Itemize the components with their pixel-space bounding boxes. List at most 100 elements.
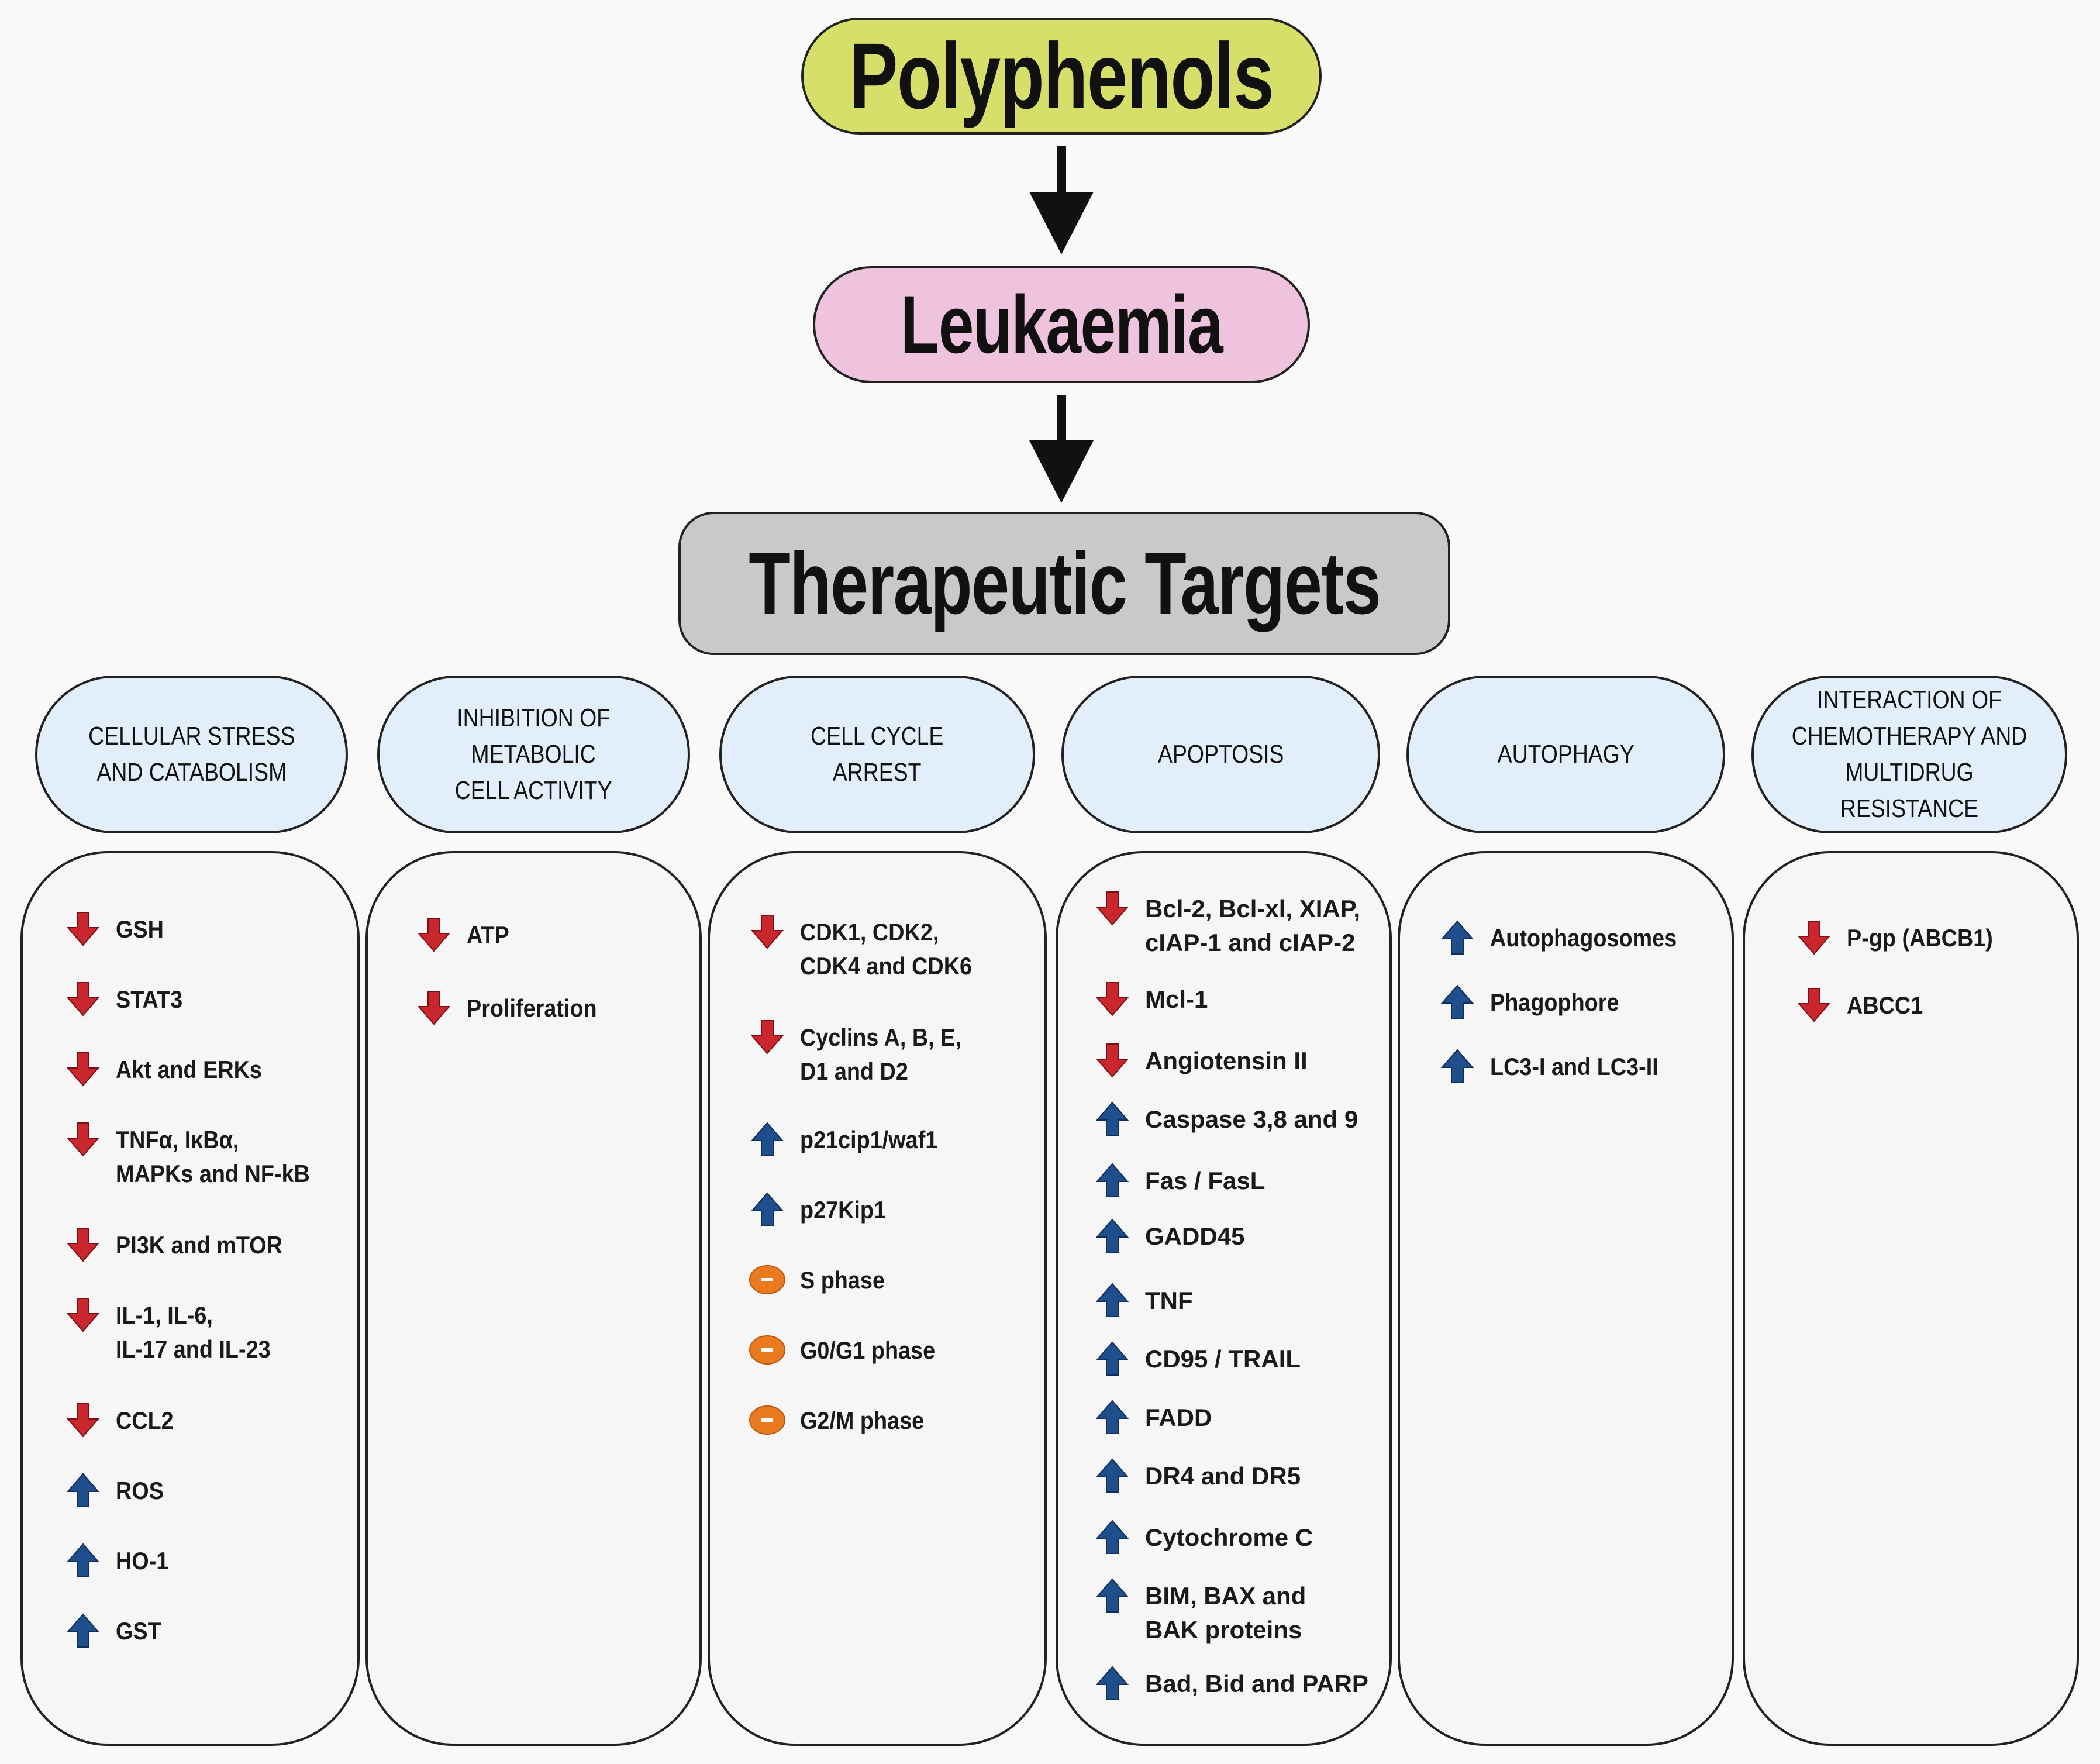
target-list-item: Cytochrome C <box>1094 1520 1313 1556</box>
target-list-item: IL-1, IL-6, IL-17 and IL-23 <box>64 1298 288 1366</box>
therapeutic-targets-box: Therapeutic Targets <box>678 512 1450 655</box>
target-label: Fas / FasL <box>1145 1167 1265 1194</box>
target-label: Akt and ERKs <box>116 1056 262 1083</box>
target-label: IL-1, IL-6, IL-17 and IL-23 <box>116 1301 271 1363</box>
target-list-item: STAT3 <box>64 982 190 1018</box>
target-label: G0/G1 phase <box>800 1336 936 1364</box>
up-arrow-icon <box>1095 1218 1129 1253</box>
target-list-item: p21cip1/waf1 <box>749 1122 953 1158</box>
target-label: Cytochrome C <box>1145 1524 1313 1551</box>
target-label: TNF <box>1145 1287 1193 1314</box>
target-list-item: Proliferation <box>415 991 611 1026</box>
up-arrow-icon <box>1095 1666 1129 1700</box>
target-list-item: Angiotensin II <box>1094 1043 1308 1079</box>
up-arrow-icon <box>1095 1520 1129 1554</box>
target-label: GSH <box>116 915 164 943</box>
target-label: STAT3 <box>116 986 183 1013</box>
target-label: LC3-I and LC3-II <box>1490 1053 1658 1080</box>
category-title: INTERACTION OF CHEMOTHERAPY AND MULTIDRU… <box>1791 685 2027 823</box>
up-arrow-icon <box>1095 1578 1129 1613</box>
target-list-item: G0/G1 phase <box>749 1334 950 1369</box>
target-list-item: CD95 / TRAIL <box>1094 1341 1301 1377</box>
target-label: ABCC1 <box>1847 991 1923 1019</box>
target-label: FADD <box>1145 1404 1212 1431</box>
down-arrow-icon <box>750 915 784 949</box>
target-list-item: HO-1 <box>64 1543 174 1579</box>
target-label: ATP <box>467 921 509 949</box>
up-arrow-icon <box>1095 1400 1129 1434</box>
category-header: APOPTOSIS <box>1061 676 1380 833</box>
down-arrow-icon <box>1797 921 1831 955</box>
up-arrow-icon <box>1095 1101 1129 1136</box>
therapeutic-targets-label: Therapeutic Targets <box>749 534 1381 632</box>
target-list-item: LC3-I and LC3-II <box>1439 1049 1677 1085</box>
target-list-item: p27Kip1 <box>749 1192 895 1228</box>
target-label: p27Kip1 <box>800 1196 887 1224</box>
down-arrow-icon <box>66 1298 100 1332</box>
category-title: CELLULAR STRESS AND CATABOLISM <box>88 722 295 787</box>
target-list-item: Mcl-1 <box>1094 982 1208 1018</box>
target-label: Proliferation <box>467 994 597 1022</box>
target-list-item: TNFα, IκBα, MAPKs and NF-kB <box>64 1122 332 1191</box>
category-title: CELL CYCLE ARREST <box>811 722 944 787</box>
target-list-item: BIM, BAX and BAK proteins <box>1094 1578 1306 1647</box>
category-title: AUTOPHAGY <box>1497 740 1635 769</box>
up-arrow-icon <box>66 1543 100 1577</box>
target-list-item: GADD45 <box>1094 1218 1244 1255</box>
down-arrow-icon <box>66 912 100 946</box>
down-arrow-icon <box>66 1403 100 1438</box>
target-label: CDK1, CDK2, CDK4 and CDK6 <box>800 918 973 980</box>
target-list-item: P-gp (ABCB1) <box>1795 921 2009 956</box>
target-label: Bad, Bid and PARP <box>1145 1670 1368 1697</box>
up-arrow-icon <box>1095 1341 1129 1376</box>
target-label: G2/M phase <box>800 1407 925 1434</box>
target-list-item: DR4 and DR5 <box>1094 1458 1301 1494</box>
down-arrow-icon <box>66 1052 100 1087</box>
category-header: AUTOPHAGY <box>1406 676 1725 833</box>
down-arrow-icon <box>66 1228 100 1262</box>
down-arrow-icon <box>1095 1043 1129 1078</box>
up-arrow-icon <box>1095 1458 1129 1493</box>
target-list-panel <box>365 851 702 1746</box>
target-list-item: GST <box>64 1613 166 1649</box>
target-label: Cyclins A, B, E, D1 and D2 <box>800 1024 961 1085</box>
target-label: ROS <box>116 1477 164 1504</box>
target-label: Mcl-1 <box>1145 986 1208 1013</box>
down-arrow-icon <box>417 991 451 1025</box>
target-label: P-gp (ABCB1) <box>1847 924 1993 952</box>
target-label: Bcl-2, Bcl-xl, XIAP, cIAP-1 and cIAP-2 <box>1145 895 1361 956</box>
target-list-item: Akt and ERKs <box>64 1052 278 1088</box>
target-list-item: Caspase 3,8 and 9 <box>1094 1101 1358 1138</box>
down-arrow-icon <box>1095 982 1129 1017</box>
target-list-item: CCL2 <box>64 1403 180 1439</box>
down-arrow-icon <box>417 918 451 952</box>
target-list-item: PI3K and mTOR <box>64 1228 301 1263</box>
target-list-panel <box>708 851 1047 1746</box>
category-header: CELLULAR STRESS AND CATABOLISM <box>35 676 348 833</box>
target-list-item: Bad, Bid and PARP <box>1094 1666 1368 1702</box>
up-arrow-icon <box>1440 984 1474 1019</box>
arrow-leukaemia-to-targets <box>1029 395 1094 503</box>
target-label: BIM, BAX and BAK proteins <box>1145 1582 1306 1644</box>
target-list-panel <box>1743 851 2079 1746</box>
minus-icon <box>749 1405 785 1435</box>
up-arrow-icon <box>750 1192 784 1226</box>
target-list-item: ABCC1 <box>1795 988 1932 1024</box>
up-arrow-icon <box>1095 1163 1129 1197</box>
target-label: DR4 and DR5 <box>1145 1462 1301 1490</box>
category-header: CELL CYCLE ARREST <box>719 676 1035 833</box>
target-list-item: Autophagosomes <box>1439 920 1698 956</box>
target-label: Autophagosomes <box>1490 924 1677 952</box>
up-arrow-icon <box>1440 920 1474 955</box>
target-list-item: Bcl-2, Bcl-xl, XIAP, cIAP-1 and cIAP-2 <box>1094 891 1361 960</box>
target-list-item: FADD <box>1094 1400 1212 1436</box>
target-label: HO-1 <box>116 1547 169 1574</box>
target-list-item: Fas / FasL <box>1094 1163 1265 1199</box>
down-arrow-icon <box>1095 891 1129 926</box>
target-label: CCL2 <box>116 1407 174 1434</box>
category-header: INTERACTION OF CHEMOTHERAPY AND MULTIDRU… <box>1751 676 2067 833</box>
down-arrow-icon <box>66 1122 100 1157</box>
target-list-item: ROS <box>64 1473 169 1509</box>
target-list-item: ATP <box>415 918 514 953</box>
target-label: CD95 / TRAIL <box>1145 1345 1301 1373</box>
